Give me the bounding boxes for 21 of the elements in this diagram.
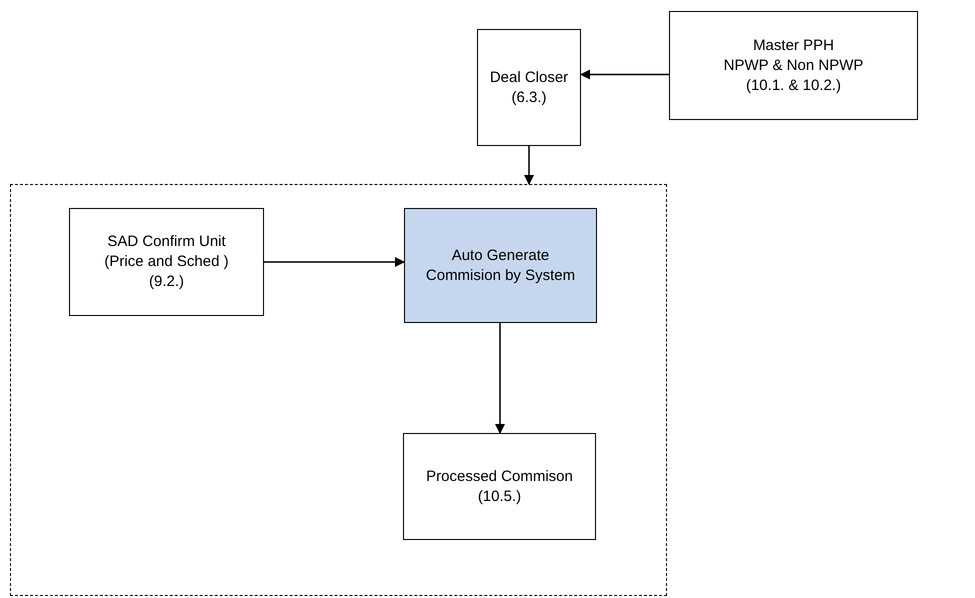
process-box: [669, 11, 918, 120]
process-box: [403, 433, 596, 540]
box-text: (10.1. & 10.2.): [746, 76, 842, 96]
box-text: Master PPH: [753, 36, 834, 56]
process-box: [404, 208, 597, 323]
process-box: [69, 208, 264, 316]
box-text: (6.3.): [511, 88, 546, 108]
box-text: (9.2.): [148, 272, 184, 292]
box-text: (Price and Sched ): [104, 252, 229, 272]
arrow: [524, 146, 534, 185]
process-box: [477, 29, 581, 146]
arrow: [495, 323, 505, 434]
box-text: Auto Generate Commision by System: [424, 246, 576, 286]
box-text: (10.5.): [478, 486, 522, 506]
box-text: Deal Closer: [490, 68, 568, 88]
box-text: SAD Confirm Unit: [107, 232, 226, 252]
arrow: [264, 257, 405, 267]
dashed-group-box: [10, 184, 667, 596]
arrow: [580, 70, 669, 80]
box-text: Processed Commison: [426, 466, 573, 486]
box-text: NPWP & Non NPWP: [724, 56, 864, 76]
